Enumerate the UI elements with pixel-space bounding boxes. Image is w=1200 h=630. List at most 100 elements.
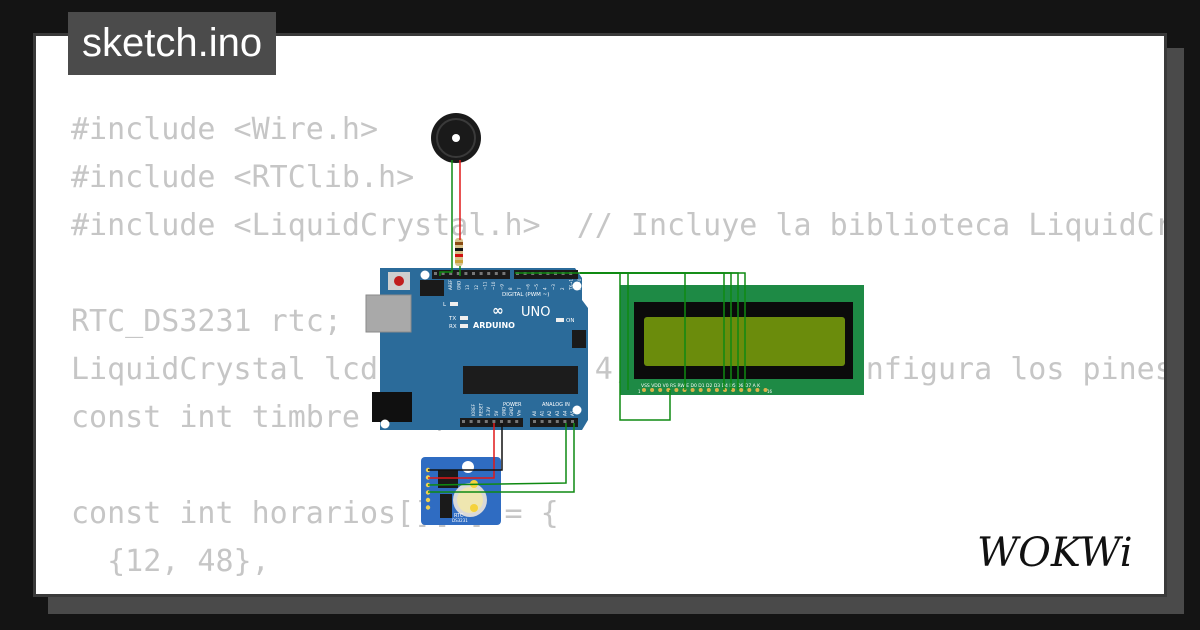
resistor-band-4 (455, 260, 463, 263)
digital-pin-label: 4 (543, 287, 548, 290)
resistor-band-2 (455, 248, 463, 251)
lcd-pin[interactable] (698, 388, 703, 392)
lcd-display[interactable]: VSS VDD V0 RS RW E D0 D1 D2 D3 D4 D5 D6 … (620, 285, 864, 395)
code-line-11: {13, 50}, (71, 586, 1164, 594)
header-pin[interactable] (487, 272, 491, 275)
project-card[interactable]: #include <Wire.h>#include <RTClib.h>#inc… (33, 33, 1167, 597)
power-jack (372, 392, 412, 422)
header-pin[interactable] (462, 420, 465, 423)
power-pin-label: GND (509, 407, 514, 416)
wire (428, 423, 495, 479)
usb-connector (365, 294, 412, 333)
file-tab[interactable]: sketch.ino (68, 12, 277, 75)
header-pin[interactable] (500, 420, 503, 423)
rtc-pin[interactable] (425, 497, 431, 503)
header-pin[interactable] (469, 420, 473, 423)
header-pin[interactable] (441, 272, 445, 275)
lcd-pin[interactable] (706, 388, 711, 392)
header-pin[interactable] (555, 420, 559, 423)
header-pin[interactable] (479, 272, 483, 275)
lcd-pin-last: 16 (767, 389, 773, 394)
rtc-header (438, 470, 458, 488)
wires (427, 160, 746, 493)
header-pin[interactable] (492, 420, 496, 423)
header-pin[interactable] (456, 272, 460, 275)
header-pin[interactable] (502, 272, 506, 275)
wire (580, 272, 629, 390)
rtc-pin[interactable] (425, 505, 431, 510)
header-pin[interactable] (464, 272, 468, 275)
resistor[interactable] (455, 238, 463, 266)
header-pin[interactable] (548, 420, 552, 423)
header-pin[interactable] (494, 272, 498, 275)
digital-pin-label: 8 (508, 287, 513, 290)
lcd-pins (642, 388, 768, 392)
header-pin[interactable] (477, 420, 481, 423)
buzzer[interactable] (431, 113, 481, 163)
label-tx: TX (448, 316, 456, 322)
arduino-uno-board[interactable]: L TX RX ON DIGITAL (PWM ~) ∞ UNO ARDUINO… (365, 268, 588, 430)
digital-header-right (514, 270, 578, 279)
rtc-chip (440, 494, 452, 518)
mount-hole-1 (420, 270, 430, 280)
analog-pin-label: A2 (547, 410, 552, 416)
header-pin[interactable] (484, 420, 488, 423)
header-pin[interactable] (472, 272, 475, 275)
brand-label: ARDUINO (473, 321, 515, 330)
lcd-pin[interactable] (658, 388, 663, 392)
wire (427, 423, 567, 486)
reset-button-cap (394, 276, 404, 286)
led-tx (460, 316, 468, 320)
header-pin[interactable] (507, 420, 511, 423)
wire (428, 423, 575, 493)
code-line-2: #include <RTClib.h> (71, 160, 415, 195)
digital-pin-label: 7 (517, 287, 522, 290)
code-line-5: RTC_DS3231 rtc; (71, 304, 342, 339)
header-pin[interactable] (434, 272, 437, 275)
lcd-pin[interactable] (747, 388, 752, 392)
power-pin-label: 3.3V (486, 407, 491, 416)
digital-header-label: DIGITAL (PWM ~) (502, 292, 549, 298)
lcd-pin[interactable] (739, 388, 744, 392)
power-pin-label: IOREF (471, 403, 476, 416)
lcd-pin-labels: VSS VDD V0 RS RW E D0 D1 D2 D3 D4 D5 D6 … (641, 383, 761, 389)
power-header-label: POWER (503, 402, 522, 408)
lcd-pin[interactable] (650, 388, 655, 392)
rtc-module[interactable]: RTC DS3231 (421, 457, 501, 525)
header-pin[interactable] (563, 420, 567, 423)
lcd-pin[interactable] (755, 388, 760, 392)
digital-pin-label: AREF (448, 279, 453, 290)
header-pin[interactable] (515, 420, 519, 423)
header-pin[interactable] (540, 420, 544, 423)
lcd-pin[interactable] (674, 388, 679, 392)
lcd-pin[interactable] (690, 388, 695, 392)
code-line-10: {12, 48}, (71, 544, 270, 579)
rtc-battery-contact-2 (470, 504, 478, 512)
analog-pin-label: A4 (562, 410, 567, 416)
wire (439, 160, 453, 276)
lcd-pin[interactable] (714, 388, 719, 392)
header-pin[interactable] (449, 272, 453, 275)
mount-hole-4 (380, 419, 390, 429)
label-l: L (443, 302, 447, 308)
led-rx (460, 324, 468, 328)
wokwi-logo[interactable]: WOKWi (975, 528, 1150, 576)
code-preview: #include <Wire.h>#include <RTClib.h>#inc… (71, 106, 1164, 594)
digital-header-left (432, 270, 510, 279)
analog-pin-label: A3 (555, 410, 560, 416)
label-rx: RX (449, 324, 457, 330)
lcd-pin[interactable] (763, 388, 768, 392)
header-pin[interactable] (571, 420, 574, 423)
power-pin-label: Vin (517, 409, 522, 416)
code-line-1: #include <Wire.h> (71, 112, 379, 147)
rtc-logo (462, 461, 474, 473)
lcd-pin[interactable] (731, 388, 736, 392)
header-pin[interactable] (533, 420, 536, 423)
digital-pin-label: GND (457, 281, 462, 290)
icsp-header-2 (572, 330, 586, 348)
label-on: ON (566, 318, 574, 324)
digital-pin-label: 13 (465, 284, 470, 290)
lcd-pin[interactable] (642, 388, 646, 392)
power-pin-label: 5V (494, 410, 499, 416)
